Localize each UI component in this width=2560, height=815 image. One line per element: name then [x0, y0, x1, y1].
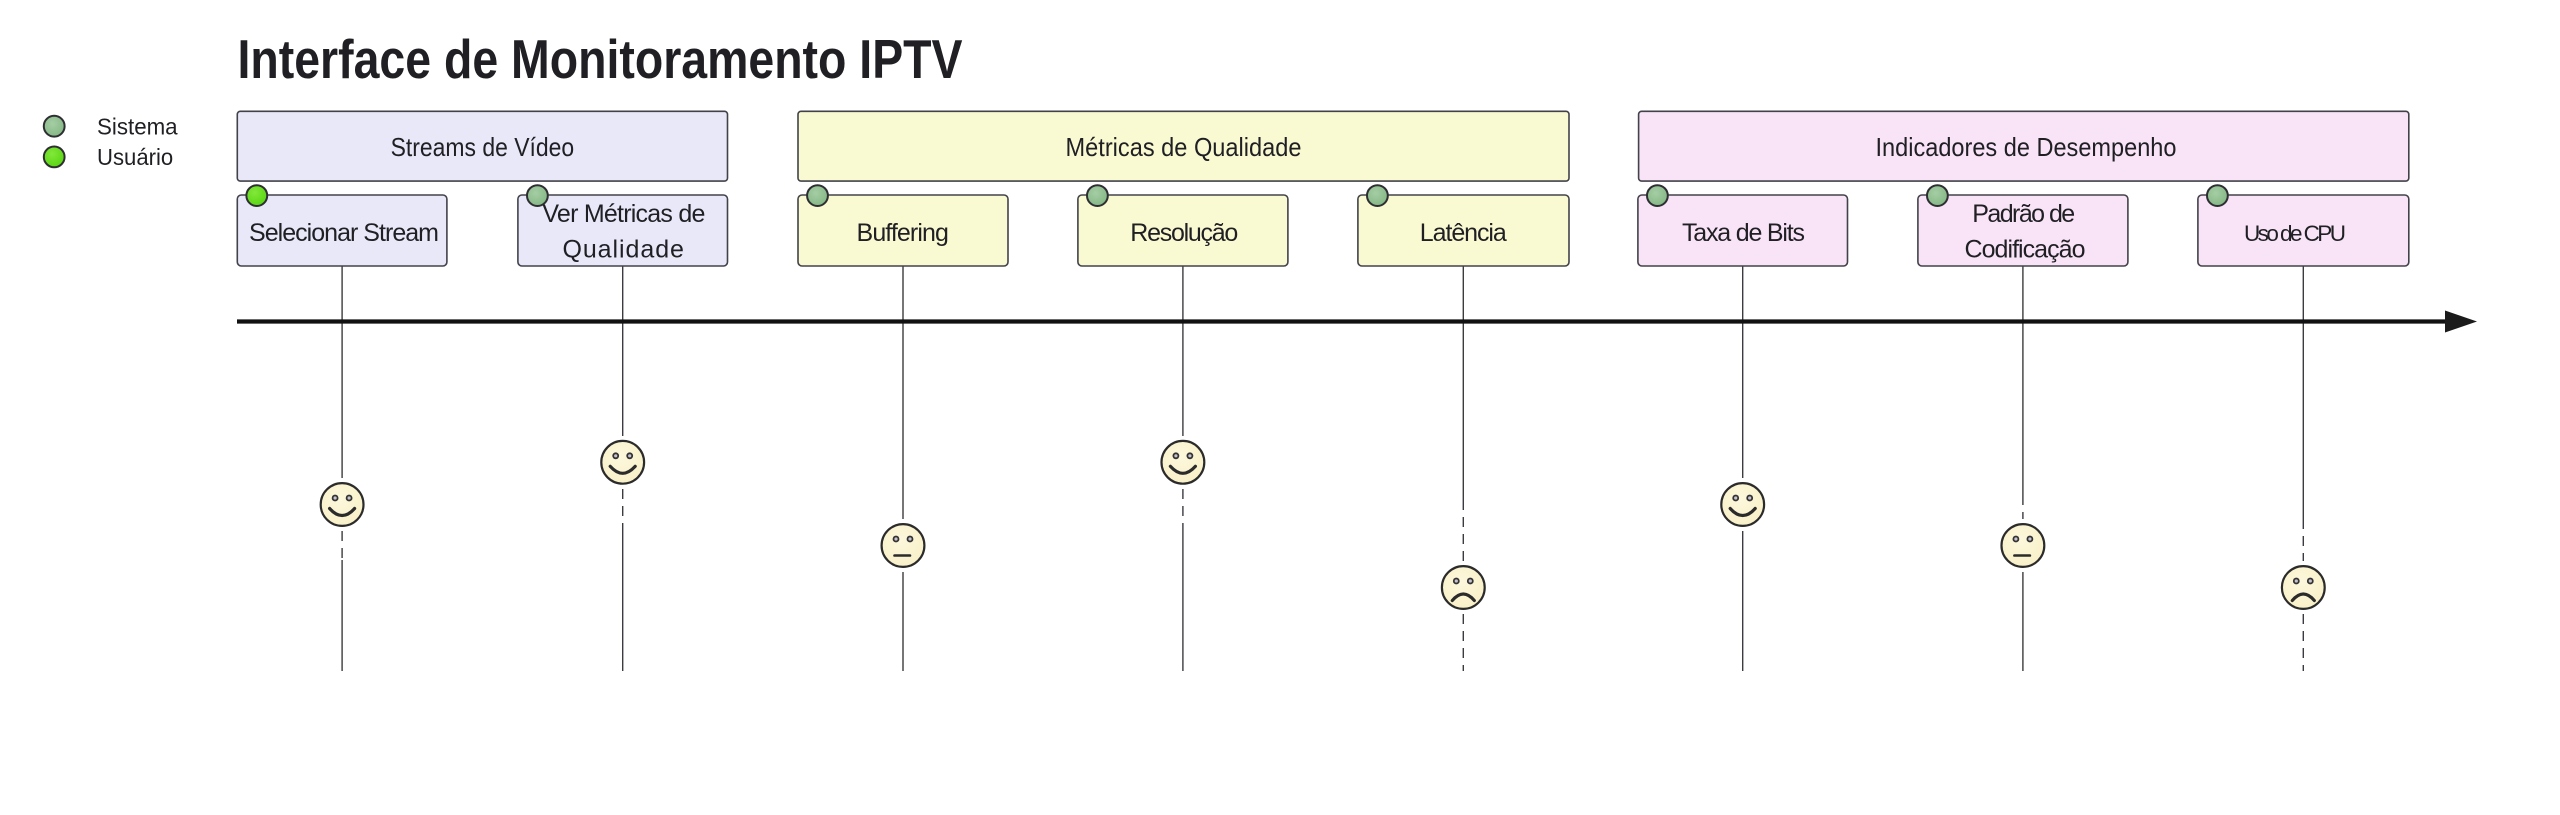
svg-text:Padrão de: Padrão de: [1972, 200, 2075, 228]
svg-text:Buffering: Buffering: [857, 219, 949, 247]
svg-text:Selecionar Stream: Selecionar Stream: [249, 219, 439, 247]
svg-text:Taxa de Bits: Taxa de Bits: [1682, 219, 1805, 247]
svg-text:Streams de Vídeo: Streams de Vídeo: [391, 132, 575, 162]
svg-text:Indicadores de Desempenho: Indicadores de Desempenho: [1876, 132, 2177, 162]
svg-text:Qualidade: Qualidade: [562, 236, 684, 264]
svg-text:Latência: Latência: [1420, 219, 1507, 247]
svg-text:Resolução: Resolução: [1130, 219, 1238, 247]
svg-text:Interface de Monitoramento IPT: Interface de Monitoramento IPTV: [238, 28, 963, 90]
svg-text:Usuário: Usuário: [97, 144, 173, 170]
svg-text:Codificação: Codificação: [1965, 236, 2086, 264]
svg-text:Métricas de Qualidade: Métricas de Qualidade: [1066, 132, 1302, 162]
svg-text:Sistema: Sistema: [97, 114, 178, 140]
svg-text:Ver Métricas de: Ver Métricas de: [542, 200, 705, 228]
svg-text:Uso de CPU: Uso de CPU: [2244, 221, 2346, 246]
